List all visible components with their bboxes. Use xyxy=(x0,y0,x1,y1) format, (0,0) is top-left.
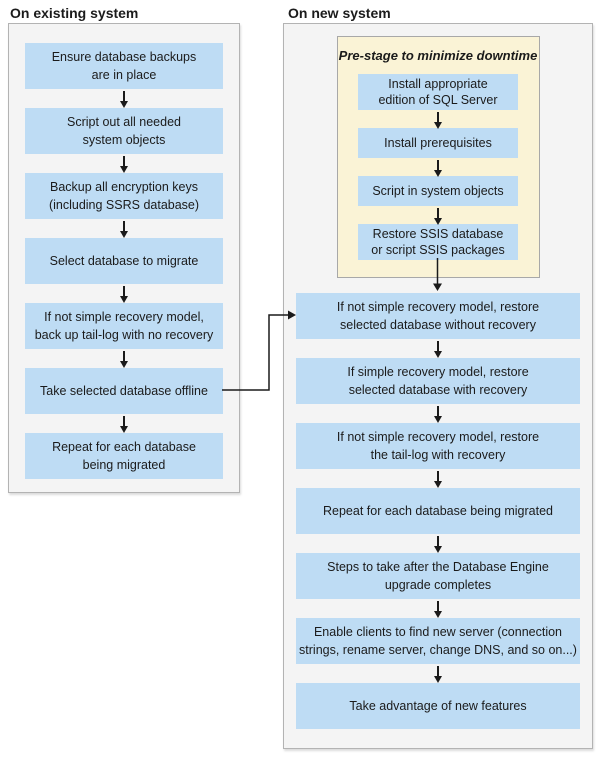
step-script-in-system-objects: Script in system objects xyxy=(358,176,518,206)
down-arrow-icon xyxy=(338,158,539,176)
new-system-heading: On new system xyxy=(288,5,391,21)
step-script-out-system-objects: Script out all needed system objects xyxy=(25,108,223,154)
down-arrow-icon xyxy=(296,534,580,553)
step-restore-tail-log: If not simple recovery model, restore th… xyxy=(296,423,580,469)
step-restore-with-recovery: If simple recovery model, restore select… xyxy=(296,358,580,404)
down-arrow-icon xyxy=(296,339,580,358)
step-install-sql-server-edition: Install appropriate edition of SQL Serve… xyxy=(358,74,518,110)
step-backup-encryption-keys: Backup all encryption keys (including SS… xyxy=(25,173,223,219)
step-select-database-to-migrate: Select database to migrate xyxy=(25,238,223,284)
step-restore-without-recovery: If not simple recovery model, restore se… xyxy=(296,293,580,339)
step-backup-tail-log-no-recovery: If not simple recovery model, back up ta… xyxy=(25,303,223,349)
down-arrow-icon xyxy=(25,154,223,173)
prestage-group: Pre-stage to minimize downtime Install a… xyxy=(336,36,540,278)
step-repeat-each-database: Repeat for each database being migrated xyxy=(25,433,223,479)
step-take-advantage-new-features: Take advantage of new features xyxy=(296,683,580,729)
down-arrow-icon xyxy=(25,284,223,303)
new-system-panel: Pre-stage to minimize downtime Install a… xyxy=(283,23,593,749)
step-post-upgrade-steps: Steps to take after the Database Engine … xyxy=(296,553,580,599)
prestage-exit-arrow-space xyxy=(296,278,580,293)
down-arrow-icon xyxy=(25,349,223,368)
step-restore-ssis-database: Restore SSIS database or script SSIS pac… xyxy=(358,224,518,260)
existing-system-panel: Ensure database backups are in place Scr… xyxy=(8,23,240,493)
down-arrow-icon xyxy=(338,110,539,128)
down-arrow-icon xyxy=(296,469,580,488)
down-arrow-icon xyxy=(338,206,539,224)
step-enable-clients-find-server: Enable clients to find new server (conne… xyxy=(296,618,580,664)
down-arrow-icon xyxy=(25,89,223,108)
existing-system-heading: On existing system xyxy=(10,5,139,21)
step-repeat-each-database-new: Repeat for each database being migrated xyxy=(296,488,580,534)
down-arrow-icon xyxy=(296,404,580,423)
down-arrow-icon xyxy=(25,219,223,238)
step-install-prerequisites: Install prerequisites xyxy=(358,128,518,158)
step-take-database-offline: Take selected database offline xyxy=(25,368,223,414)
step-ensure-database-backups: Ensure database backups are in place xyxy=(25,43,223,89)
down-arrow-icon xyxy=(296,664,580,683)
down-arrow-icon xyxy=(296,599,580,618)
down-arrow-icon xyxy=(25,414,223,433)
prestage-title: Pre-stage to minimize downtime xyxy=(338,48,538,63)
